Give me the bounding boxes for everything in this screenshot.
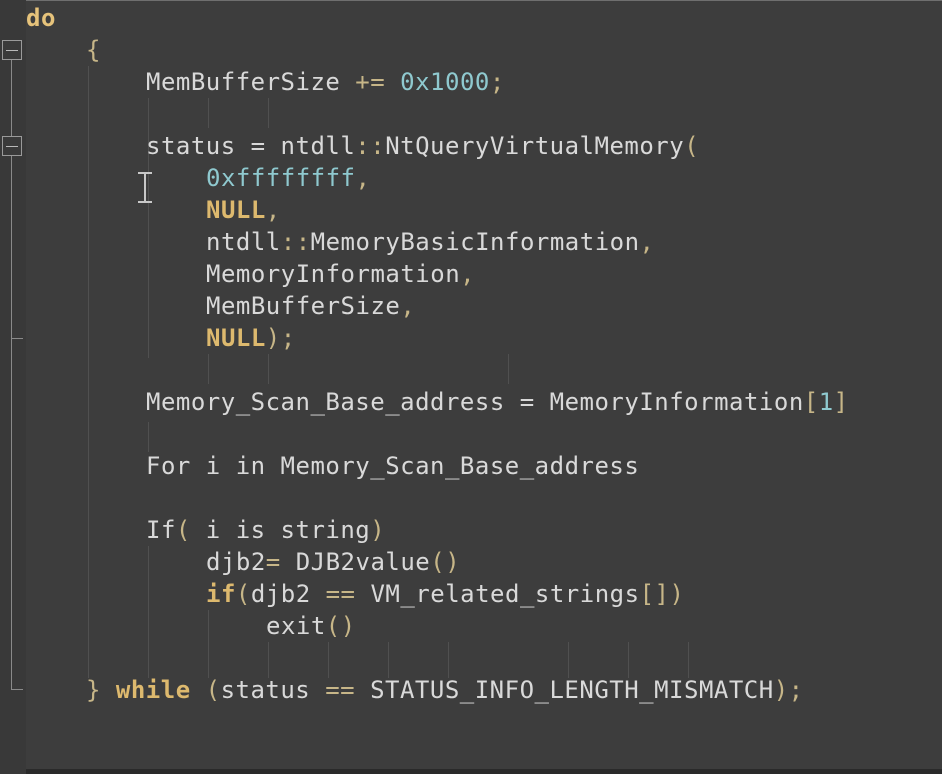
bracket: [ [803, 388, 819, 416]
paren: () [430, 548, 461, 576]
function-call: exit [266, 612, 326, 640]
code-line: { [86, 34, 101, 66]
bracket: []) [639, 580, 685, 608]
indent-guide [268, 642, 269, 678]
identifier: status = ntdll [146, 132, 356, 160]
code-line: if(djb2 == VM_related_strings[]) [206, 578, 684, 610]
paren: ( [190, 676, 221, 704]
namespace: ntdll [206, 228, 281, 256]
code-line: MemBufferSize, [206, 290, 415, 322]
fold-collapse-icon[interactable] [2, 40, 22, 60]
identifier: STATUS_INFO_LENGTH_MISMATCH [355, 676, 774, 704]
indent-guide [448, 642, 449, 678]
code-line: ntdll::MemoryBasicInformation, [206, 226, 655, 258]
number-literal: 0x1000 [400, 68, 490, 96]
indent-guide [148, 98, 149, 358]
keyword: NULL [206, 196, 266, 224]
code-line: Memory_Scan_Base_address = MemoryInforma… [146, 386, 849, 418]
code-line: exit() [266, 610, 356, 642]
number-literal: 0xffffffff [206, 164, 356, 192]
identifier: MemoryBasicInformation [310, 228, 640, 256]
keyword: do [26, 4, 56, 32]
code-line: NULL, [206, 194, 281, 226]
code-line: MemBufferSize += 0x1000; [146, 66, 505, 98]
operator: = [265, 548, 281, 576]
comma: , [639, 228, 655, 256]
operator: += [355, 68, 386, 96]
comma: , [460, 260, 476, 288]
identifier: djb2 [250, 580, 326, 608]
paren: ( [175, 516, 191, 544]
identifier: Memory_Scan_Base_address = MemoryInforma… [146, 388, 804, 416]
indent-guide [148, 546, 149, 678]
editor-top-edge [26, 0, 942, 1]
statement: For i in Memory_Scan_Base_address [146, 452, 640, 480]
indent-guide [268, 98, 269, 128]
fold-gutter [0, 0, 26, 774]
closing-paren: ); [265, 324, 296, 352]
identifier: status [220, 676, 326, 704]
code-line: do [26, 2, 56, 34]
indent-guide [208, 354, 209, 384]
code-line: djb2= DJB2value() [206, 546, 460, 578]
code-editor[interactable]: do { MemBufferSize += 0x1000; status = n… [26, 0, 942, 774]
identifier: djb2 [206, 548, 266, 576]
scope-separator: :: [280, 228, 311, 256]
paren: ) [370, 516, 386, 544]
paren: () [325, 612, 356, 640]
indent-guide [688, 642, 689, 678]
indent-guide [88, 66, 89, 678]
scope-separator: :: [355, 132, 386, 160]
fold-tick [11, 338, 23, 339]
text-cursor-icon [136, 171, 154, 205]
keyword: if [206, 580, 236, 608]
space [101, 676, 116, 704]
paren: ( [684, 132, 700, 160]
identifier: MemBufferSize [206, 292, 401, 320]
fold-region-end [11, 689, 23, 690]
paren: ( [235, 580, 251, 608]
brace: { [86, 36, 101, 64]
fold-collapse-icon[interactable] [2, 136, 22, 156]
indent-guide [508, 354, 509, 384]
indent-guide [628, 642, 629, 678]
comma: , [355, 164, 371, 192]
indent-guide [208, 610, 209, 678]
bracket: ] [833, 388, 849, 416]
brace: } [86, 676, 101, 704]
space [385, 68, 400, 96]
code-line: 0xffffffff, [206, 162, 370, 194]
code-line: } while (status == STATUS_INFO_LENGTH_MI… [86, 674, 804, 706]
condition: i is string [190, 516, 371, 544]
editor-bottom-edge [26, 769, 942, 774]
code-line: For i in Memory_Scan_Base_address [146, 450, 639, 482]
comma: , [265, 196, 281, 224]
identifier: MemoryInformation [206, 260, 461, 288]
indent-guide [148, 422, 149, 452]
operator: == [325, 580, 356, 608]
semicolon: ; [489, 68, 505, 96]
fold-region-line [11, 60, 12, 690]
indent-guide [328, 642, 329, 678]
comma: , [400, 292, 416, 320]
indent-guide [388, 642, 389, 678]
identifier: MemBufferSize [146, 68, 356, 96]
keyword: NULL [206, 324, 266, 352]
identifier: VM_related_strings [355, 580, 640, 608]
code-line: If( i is string) [146, 514, 385, 546]
operator: == [325, 676, 356, 704]
code-line: status = ntdll::NtQueryVirtualMemory( [146, 130, 699, 162]
indent-guide [268, 354, 269, 384]
indent-guide [208, 98, 209, 128]
keyword: while [115, 676, 191, 704]
code-line: MemoryInformation, [206, 258, 475, 290]
closing-paren: ); [773, 676, 804, 704]
keyword: If [146, 516, 176, 544]
function-call: NtQueryVirtualMemory [385, 132, 685, 160]
number-literal: 1 [818, 388, 834, 416]
indent-guide [568, 642, 569, 678]
function-call: DJB2value [280, 548, 431, 576]
code-line: NULL); [206, 322, 296, 354]
